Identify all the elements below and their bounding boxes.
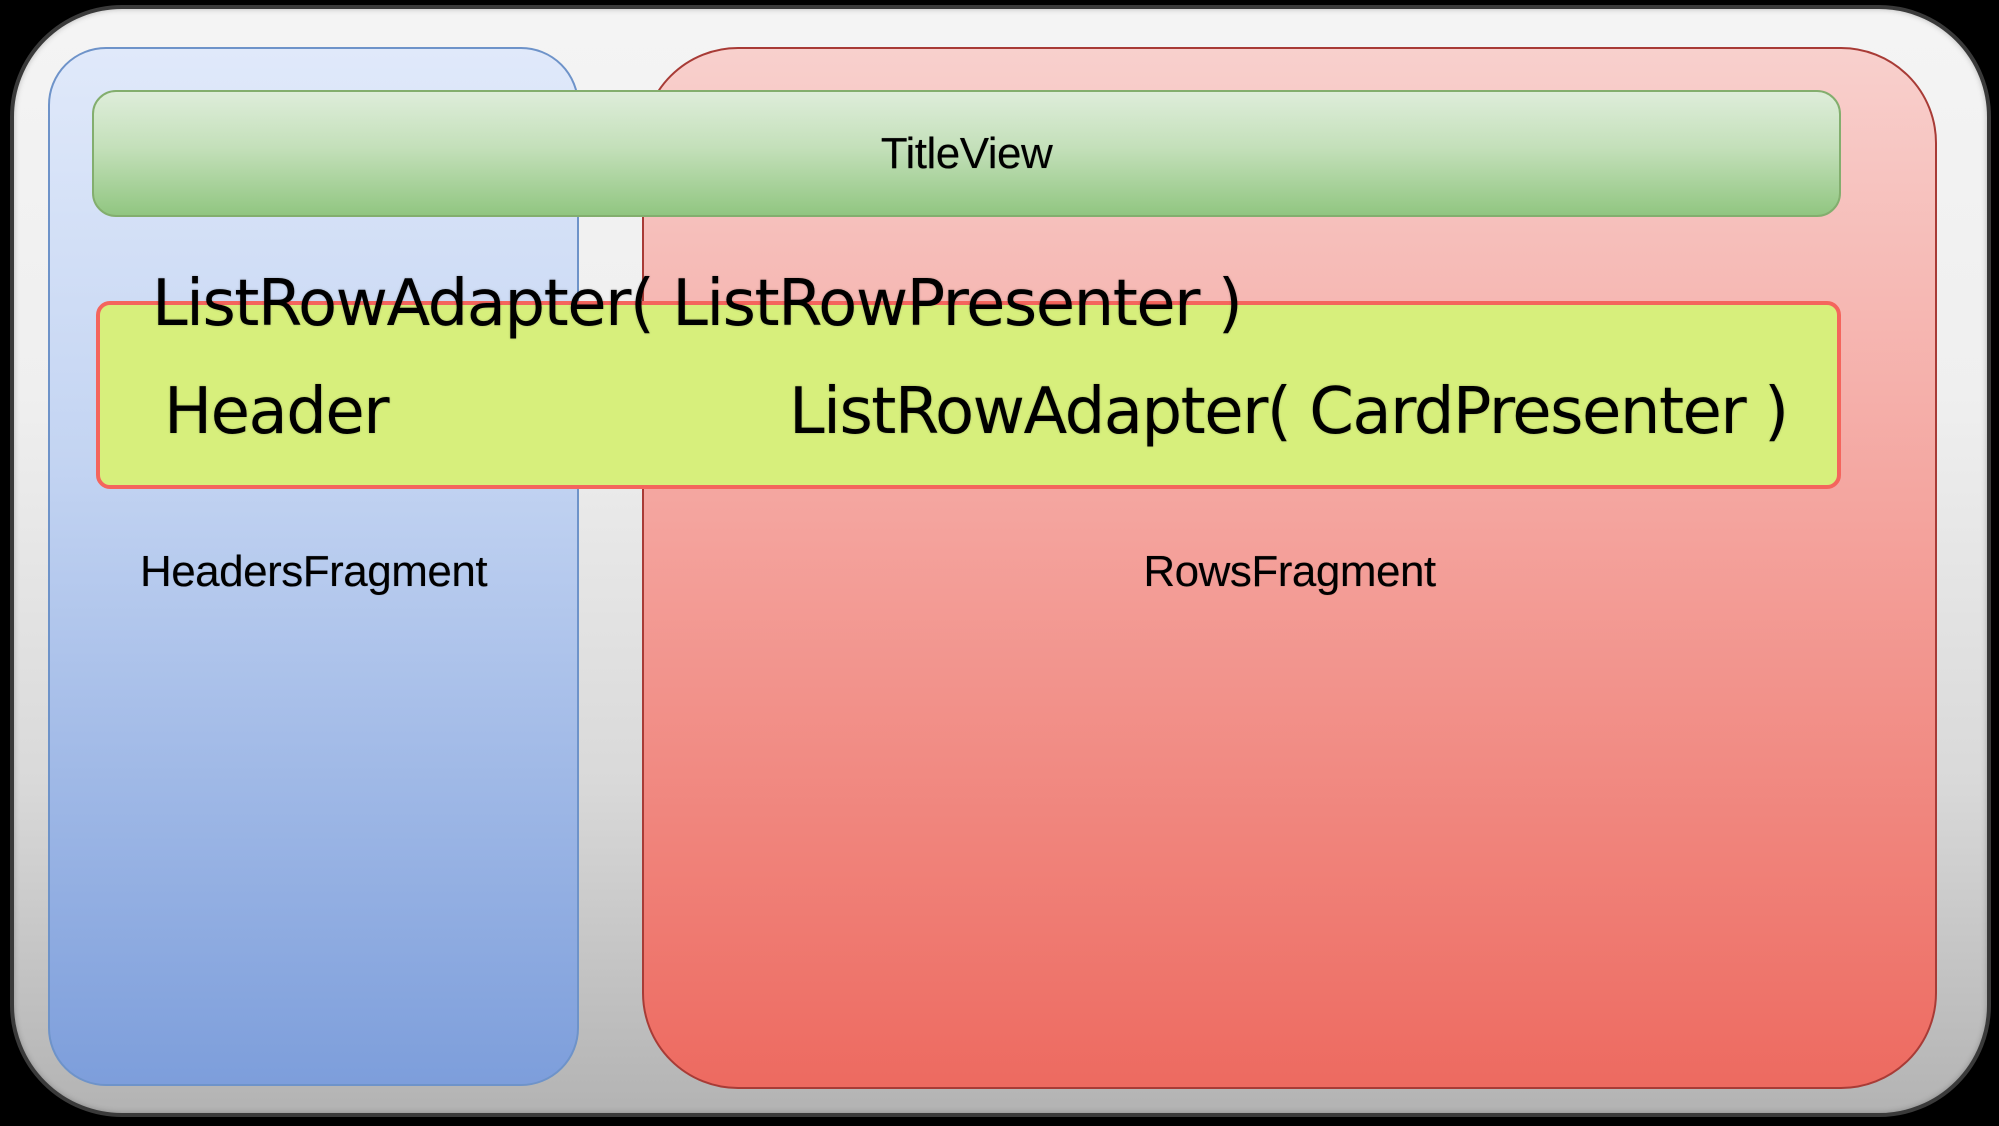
title-view-label: TitleView bbox=[880, 128, 1053, 178]
headers-fragment-label: HeadersFragment bbox=[139, 547, 488, 596]
list-row-box bbox=[96, 301, 1841, 489]
header-label: Header bbox=[164, 375, 390, 449]
card-presenter-adapter-label: ListRowAdapter( CardPresenter ) bbox=[789, 375, 1789, 449]
rows-fragment-label: RowsFragment bbox=[1143, 547, 1436, 596]
rows-fragment-box: RowsFragment bbox=[642, 47, 1937, 1089]
list-row-adapter-presenter-label: ListRowAdapter( ListRowPresenter ) bbox=[152, 267, 1243, 341]
headers-fragment-box: HeadersFragment bbox=[48, 47, 579, 1086]
browse-fragment-frame: HeadersFragment RowsFragment TitleView L… bbox=[10, 5, 1991, 1117]
title-view-bar: TitleView bbox=[92, 90, 1841, 217]
